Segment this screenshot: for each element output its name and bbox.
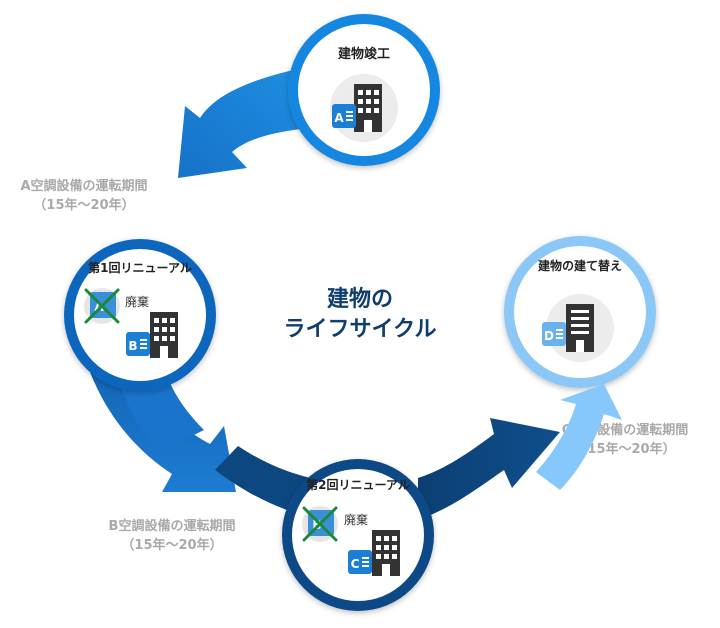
aircon-unit-a-icon: A	[332, 104, 356, 128]
unit-a-badge: A	[334, 111, 344, 125]
center-title-line1: 建物の	[327, 286, 393, 312]
aircon-unit-d-icon: D	[542, 322, 566, 346]
period-b-line1: B空調設備の運転期間	[109, 518, 236, 534]
arc-completion-to-renewal1	[178, 68, 308, 178]
unit-b-badge: B	[128, 339, 137, 353]
building-icon	[354, 84, 382, 132]
stage-completion: 建物竣工 A	[288, 14, 440, 166]
disposal-cross-icon	[84, 288, 120, 324]
unit-c-badge: C	[351, 557, 360, 571]
unit-d-badge: D	[544, 329, 554, 343]
stage-completion-title: 建物竣工	[338, 46, 390, 62]
arc-renewal2-to-rebuild-light	[536, 384, 622, 490]
disposal-label-1: 廃棄	[125, 294, 149, 309]
building-icon	[150, 312, 178, 358]
arc-renewal2-to-rebuild	[418, 418, 560, 520]
disposal-cross-icon	[302, 506, 338, 542]
center-title: 建物の ライフサイクル	[284, 286, 437, 342]
aircon-unit-c-icon: C	[348, 550, 372, 574]
center-title-line2: ライフサイクル	[284, 317, 437, 342]
period-label-a: A空調設備の運転期間 （15年～20年）	[20, 178, 147, 213]
arc-left-band	[118, 372, 204, 452]
stage-renewal1: 第1回リニューアル A 廃棄 B	[64, 239, 216, 391]
stage-renewal2: 第2回リニューアル B 廃棄 C	[282, 459, 434, 611]
period-a-line1: A空調設備の運転期間	[20, 178, 147, 194]
period-c-line2: （15年～20年）	[574, 441, 675, 457]
lifecycle-ring	[90, 68, 560, 522]
period-label-b: B空調設備の運転期間 （15年～20年）	[109, 518, 236, 553]
building-icon	[372, 530, 400, 576]
disposal-label-2: 廃棄	[344, 512, 368, 527]
stage-renewal1-title: 第1回リニューアル	[88, 260, 192, 275]
aircon-unit-b-icon: B	[126, 332, 150, 356]
stage-rebuild-title: 建物の建て替え	[537, 258, 622, 273]
stage-rebuild: 建物の建て替え D	[504, 236, 656, 388]
building-icon	[566, 304, 594, 352]
stage-renewal2-title: 第2回リニューアル	[306, 477, 410, 492]
period-b-line2: （15年～20年）	[121, 537, 222, 553]
period-a-line2: （15年～20年）	[33, 197, 134, 213]
